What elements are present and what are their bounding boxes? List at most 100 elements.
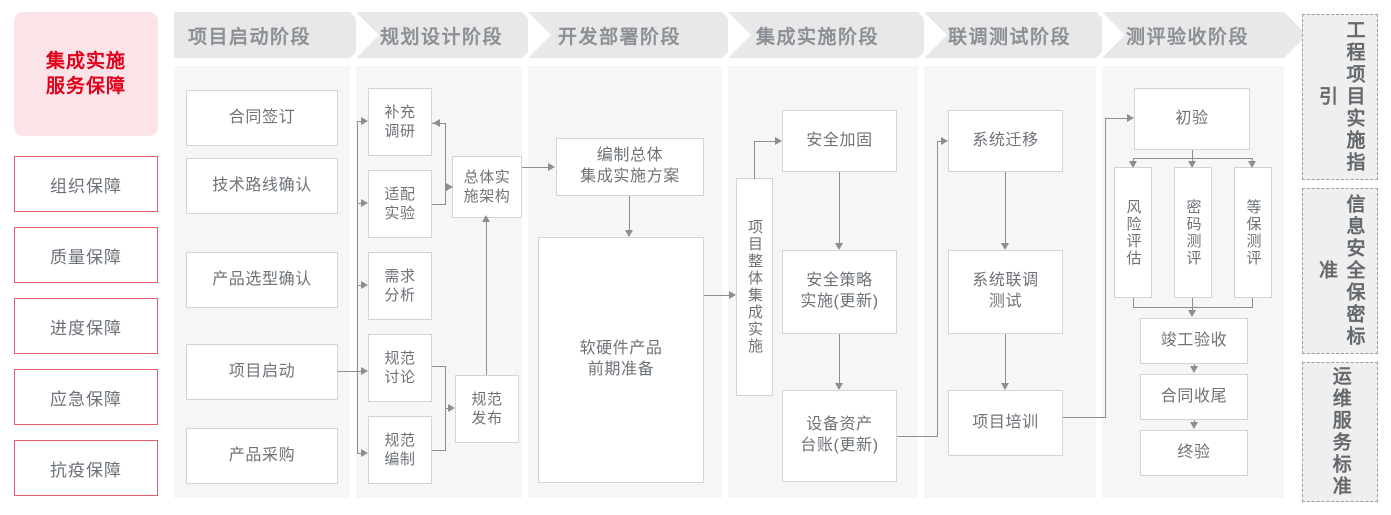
arrow-right-icon [361, 281, 368, 289]
node-spec-release[interactable]: 规范 发布 [455, 375, 519, 443]
brand-title-line2: 服务保障 [45, 76, 126, 97]
node-label: 规范 讨论 [384, 349, 416, 387]
guarantee-item-emergency[interactable]: 应急保障 [14, 369, 158, 425]
node-label: 规范 发布 [471, 390, 503, 428]
node-label: 密码测评 [1184, 198, 1202, 267]
guarantee-label: 应急保障 [50, 389, 122, 409]
standard-label: 信息安全保密标准 [1316, 194, 1365, 348]
node-spec-drafting[interactable]: 规范 编制 [368, 416, 432, 484]
connector-branch-1 [357, 121, 361, 123]
node-product-selection-confirm[interactable]: 产品选型确认 [186, 252, 338, 308]
node-tech-route-confirm[interactable]: 技术路线确认 [186, 158, 338, 214]
connector-prep-to-integration [704, 295, 729, 297]
node-preliminary-acceptance[interactable]: 初验 [1134, 88, 1250, 150]
node-hw-sw-preparation[interactable]: 软硬件产品 前期准备 [538, 237, 704, 483]
node-asset-ledger-update[interactable]: 设备资产 台账(更新) [782, 390, 897, 482]
connector-training-right [1063, 417, 1106, 419]
chevron-notch-icon [528, 12, 551, 58]
node-label: 总体实 施架构 [463, 168, 511, 206]
node-crypto-evaluation[interactable]: 密码测评 [1174, 167, 1212, 298]
node-label: 软硬件产品 前期准备 [579, 340, 663, 378]
node-mlps-evaluation[interactable]: 等保测评 [1234, 167, 1272, 298]
arrow-down-icon [1190, 422, 1198, 429]
stage-header-initiation[interactable]: 项目启动阶段 [174, 12, 373, 58]
guarantee-item-epidemic[interactable]: 抗疫保障 [14, 440, 158, 496]
arrow-right-icon [361, 449, 368, 457]
arrow-down-icon [1248, 161, 1256, 168]
node-system-migration[interactable]: 系统迁移 [948, 110, 1063, 172]
arrow-down-icon [1129, 161, 1137, 168]
connector-bracket-vertical [445, 123, 447, 205]
node-completion-acceptance[interactable]: 竣工验收 [1140, 318, 1248, 364]
connector-branch-3 [357, 285, 361, 287]
node-requirement-analysis[interactable]: 需求 分析 [368, 252, 432, 320]
guarantee-item-organization[interactable]: 组织保障 [14, 156, 158, 212]
node-security-hardening[interactable]: 安全加固 [782, 110, 897, 172]
stage-title: 项目启动阶段 [188, 26, 312, 48]
node-spec-discussion[interactable]: 规范 讨论 [368, 334, 432, 402]
stage-header-joint-debug-test[interactable]: 联调测试阶段 [924, 12, 1119, 58]
node-contract-closeout[interactable]: 合同收尾 [1140, 374, 1248, 420]
node-adaptation-experiment[interactable]: 适配 实验 [368, 170, 432, 238]
connector-hardening-to-policy [839, 172, 841, 243]
node-security-policy-update[interactable]: 安全策略 实施(更新) [782, 250, 897, 334]
stage-header-evaluation-acceptance[interactable]: 测评验收阶段 [1102, 12, 1307, 58]
connector-merge-down [1192, 307, 1194, 311]
node-risk-assessment[interactable]: 风险评估 [1114, 167, 1152, 298]
node-joint-debug-testing[interactable]: 系统联调 测试 [948, 250, 1063, 334]
guarantee-label: 质量保障 [50, 247, 122, 267]
standard-engineering-guideline[interactable]: 工程项目实施指引 [1302, 14, 1378, 180]
stage-header-planning-design[interactable]: 规划设计阶段 [356, 12, 545, 58]
node-compile-overall-plan[interactable]: 编制总体 集成实施方案 [556, 138, 704, 196]
arrow-right-icon [548, 163, 555, 171]
chevron-notch-icon [924, 12, 947, 58]
node-label: 产品采购 [228, 446, 296, 464]
arrow-down-icon [1188, 161, 1196, 168]
node-contract-signing[interactable]: 合同签订 [186, 90, 338, 146]
connector-adapt-out [432, 204, 446, 206]
connector-arch-to-plan [522, 167, 548, 169]
node-product-procurement[interactable]: 产品采购 [186, 428, 338, 484]
connector-eval-stub-2 [1192, 158, 1194, 162]
node-supplementary-research[interactable]: 补充 调研 [368, 88, 432, 156]
stage-header-development-deployment[interactable]: 开发部署阶段 [528, 12, 745, 58]
node-label: 系统联调 测试 [972, 272, 1039, 310]
node-final-acceptance[interactable]: 终验 [1140, 430, 1248, 476]
connector-bracket2-stub [445, 408, 448, 410]
arrow-right-icon [448, 404, 455, 412]
connector-specdraft-out [432, 450, 446, 452]
connector-to-preacceptance [1105, 118, 1127, 120]
node-label: 合同签订 [228, 108, 296, 126]
arrow-down-icon [835, 383, 843, 390]
node-project-kickoff[interactable]: 项目启动 [186, 344, 338, 400]
node-overall-integration[interactable]: 项目整体集成实施 [736, 178, 773, 396]
connector-policy-to-ledger [839, 334, 841, 383]
guarantee-item-quality[interactable]: 质量保障 [14, 227, 158, 283]
connector-integration-up [754, 141, 756, 179]
node-label: 编制总体 集成实施方案 [580, 147, 680, 185]
node-label: 合同收尾 [1160, 387, 1228, 405]
brand-card: 集成实施 服务保障 [14, 12, 158, 136]
stage-title: 测评验收阶段 [1126, 26, 1250, 48]
arrow-right-icon [361, 199, 368, 207]
standard-om-service[interactable]: 运维服务标准 [1302, 362, 1378, 502]
arrow-down-icon [835, 243, 843, 250]
connector-migration-to-testing [1005, 172, 1007, 243]
node-project-training[interactable]: 项目培训 [948, 390, 1063, 456]
arrow-up-icon [482, 215, 490, 222]
node-overall-architecture[interactable]: 总体实 施架构 [452, 156, 522, 218]
connector-specrelease-up [486, 222, 488, 375]
connector-kickoff-trunk [338, 371, 358, 373]
arrow-right-icon [361, 367, 368, 375]
stage-header-integration-implementation[interactable]: 集成实施阶段 [728, 12, 941, 58]
guarantee-item-schedule[interactable]: 进度保障 [14, 298, 158, 354]
node-label: 补充 调研 [384, 103, 416, 141]
node-label: 安全加固 [806, 131, 873, 149]
connector-merge-stub-2 [1192, 298, 1194, 308]
connector-merge-stub-1 [1133, 298, 1135, 308]
connector-training-up [1105, 118, 1107, 418]
standard-infosec[interactable]: 信息安全保密标准 [1302, 188, 1378, 354]
node-label: 系统迁移 [972, 131, 1039, 149]
connector-eval-stub-3 [1252, 158, 1254, 162]
